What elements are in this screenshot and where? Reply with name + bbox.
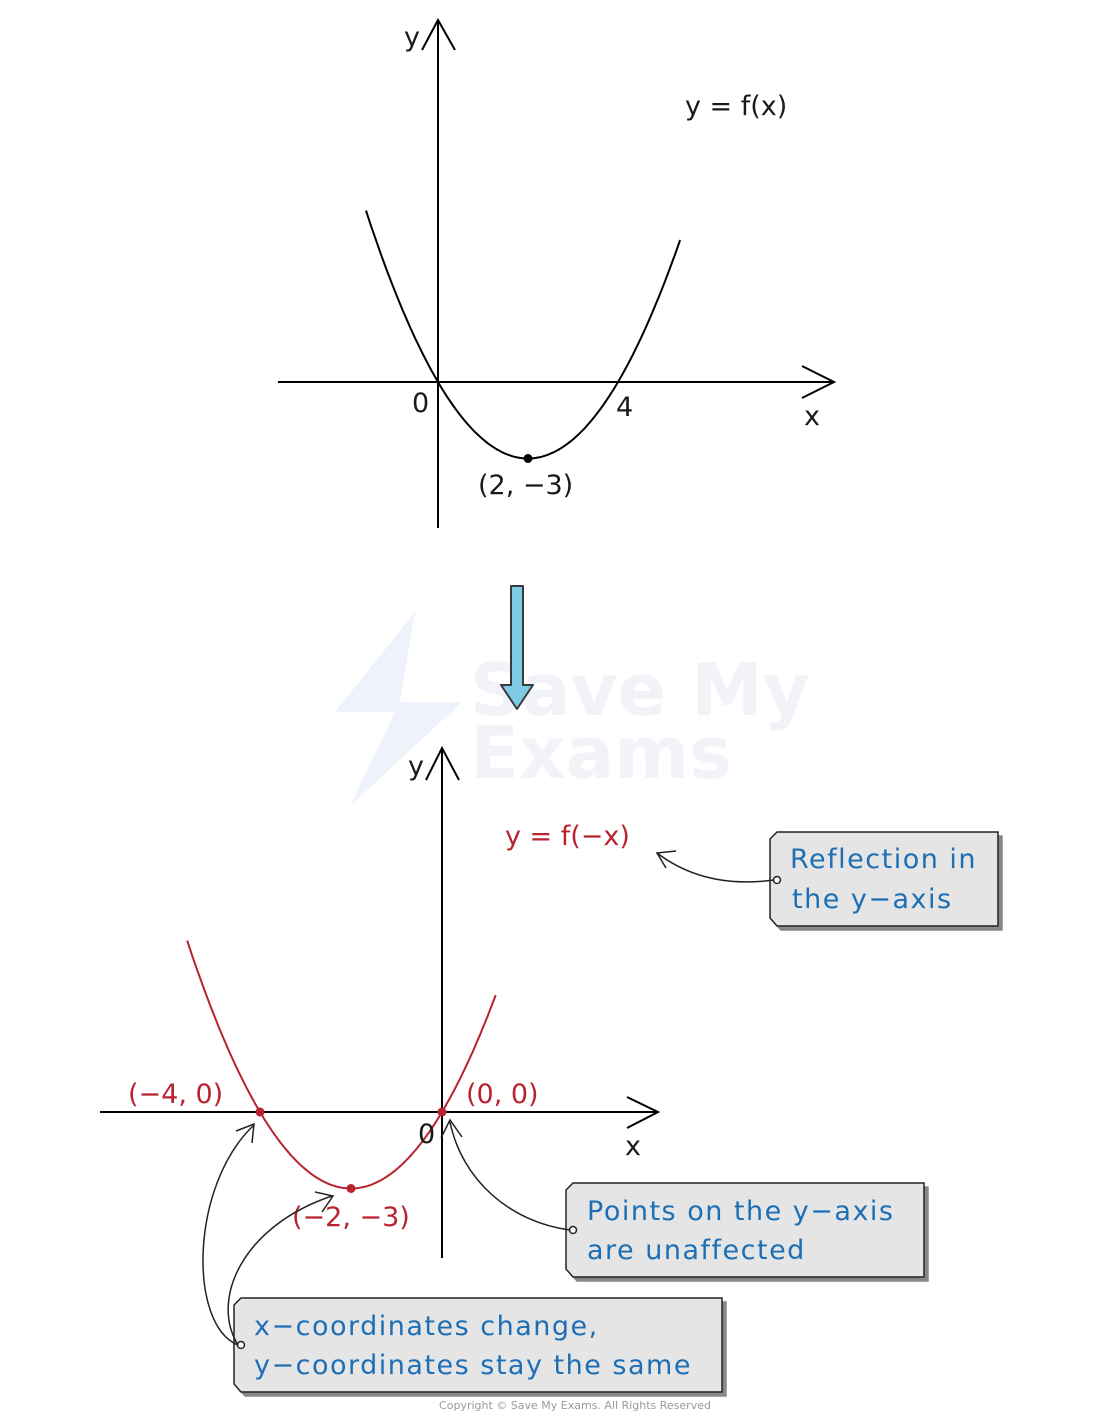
- note-coordinates-line2: y−coordinates stay the same: [254, 1350, 692, 1381]
- top-origin-label: 0: [412, 388, 429, 419]
- top-y-axis-label: y: [404, 22, 420, 53]
- watermark-line2: Exams: [470, 711, 732, 795]
- bottom-left-root-label: (−4, 0): [128, 1079, 223, 1110]
- top-root-label: 4: [616, 392, 633, 423]
- note-coordinates-anchor: [236, 1340, 246, 1350]
- note-coordinates-pointer-root-head-icon: [235, 1122, 255, 1144]
- top-x-axis-label: x: [804, 401, 820, 432]
- top-x-axis-arrow-icon: [801, 365, 837, 399]
- transform-down-arrow-icon: [500, 585, 534, 710]
- note-reflection-pointer-head-icon: [655, 850, 677, 869]
- note-reflection-line2: the y−axis: [792, 884, 953, 915]
- note-reflection-line1: Reflection in: [790, 844, 977, 875]
- bottom-curve: [186, 940, 497, 1190]
- bottom-curve-label: y = f(−x): [505, 821, 630, 852]
- bottom-origin-point-label: (0, 0): [466, 1079, 539, 1110]
- copyright-text: Copyright © Save My Exams. All Rights Re…: [439, 1399, 711, 1412]
- note-coordinates-pointer-vertex-head-icon: [314, 1191, 335, 1213]
- top-y-axis-arrow-icon: [421, 17, 456, 51]
- bottom-y-axis-arrow-icon: [425, 745, 460, 781]
- bottom-vertex-label: (−2, −3): [292, 1202, 410, 1233]
- bottom-origin-label: 0: [418, 1119, 435, 1150]
- bottom-vertex-point: [346, 1184, 356, 1193]
- note-unaffected-anchor: [568, 1225, 578, 1235]
- bottom-graph: y x 0 y = f(−x) (−4, 0) (0, 0) (−2, −3): [100, 745, 661, 1258]
- note-reflection: Reflection in the y−axis: [655, 831, 999, 927]
- note-unaffected-line2: are unaffected: [587, 1235, 806, 1266]
- top-vertex-point: [523, 454, 533, 463]
- note-unaffected: Points on the y−axis are unaffected: [440, 1118, 925, 1278]
- note-coordinates-pointer-vertex: [227, 1195, 333, 1346]
- note-unaffected-pointer: [449, 1121, 571, 1231]
- note-reflection-box: [769, 831, 999, 927]
- note-reflection-anchor: [772, 875, 782, 885]
- bottom-x-axis-label: x: [625, 1131, 641, 1162]
- note-coordinates: x−coordinates change, y−coordinates stay…: [202, 1122, 723, 1393]
- top-curve-label: y = f(x): [685, 91, 787, 122]
- note-coordinates-pointer-root: [202, 1124, 255, 1346]
- watermark-bolt-icon: [335, 612, 462, 806]
- note-unaffected-pointer-head-icon: [440, 1118, 463, 1139]
- top-vertex-label: (2, −3): [478, 470, 573, 501]
- watermark: Save My Exams: [335, 612, 810, 806]
- note-coordinates-box: [233, 1297, 723, 1393]
- note-coordinates-line1: x−coordinates change,: [254, 1311, 599, 1342]
- bottom-x-axis-arrow-icon: [626, 1096, 661, 1129]
- bottom-y-axis-label: y: [408, 751, 424, 782]
- note-unaffected-box: [565, 1182, 925, 1278]
- note-reflection-pointer: [656, 852, 775, 883]
- note-unaffected-line1: Points on the y−axis: [587, 1196, 895, 1227]
- bottom-left-root-point: [255, 1107, 265, 1117]
- bottom-origin-point: [437, 1107, 447, 1117]
- top-graph: y x 0 4 y = f(x) (2, −3): [278, 17, 837, 528]
- top-curve: [365, 210, 682, 460]
